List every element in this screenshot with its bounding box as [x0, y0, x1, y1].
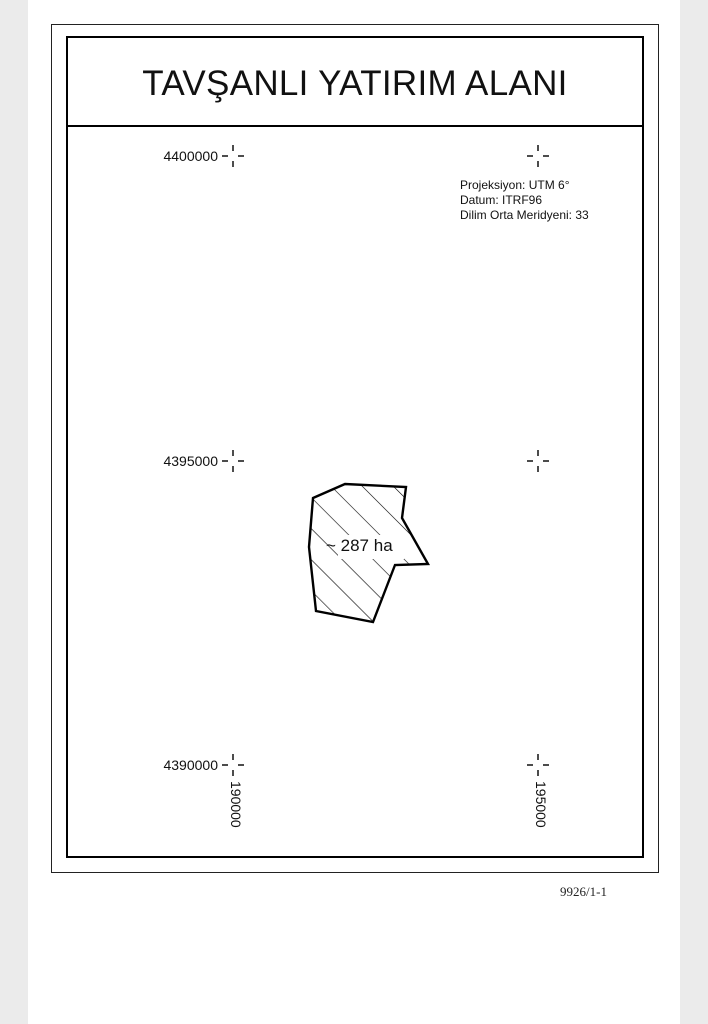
map-frame	[66, 36, 644, 858]
grid-cross-195000-4395000	[527, 450, 549, 472]
grid-cross-190000-4395000	[222, 450, 244, 472]
outer-frame	[51, 24, 659, 873]
northing-label-4395000: 4395000	[163, 453, 218, 469]
sheet-number: 9926/1-1	[560, 884, 607, 899]
central-meridian-line: Dilim Orta Meridyeni: 33	[460, 208, 589, 222]
projection-info: Projeksiyon: UTM 6° Datum: ITRF96 Dilim …	[460, 178, 589, 223]
title-box: TAVŞANLI YATIRIM ALANI	[66, 36, 644, 127]
projection-line: Projeksiyon: UTM 6°	[460, 178, 570, 192]
datum-line: Datum: ITRF96	[460, 193, 543, 207]
grid-cross-190000-4390000	[222, 754, 244, 776]
map-title: TAVŞANLI YATIRIM ALANI	[142, 63, 568, 103]
grid-cross-195000-4390000	[527, 754, 549, 776]
northing-label-4400000: 4400000	[163, 148, 218, 164]
northing-label-4390000: 4390000	[163, 757, 218, 773]
area-label: ~ 287 ha	[326, 536, 393, 555]
grid-cross-190000-4400000	[222, 145, 244, 167]
grid-cross-195000-4400000	[527, 145, 549, 167]
